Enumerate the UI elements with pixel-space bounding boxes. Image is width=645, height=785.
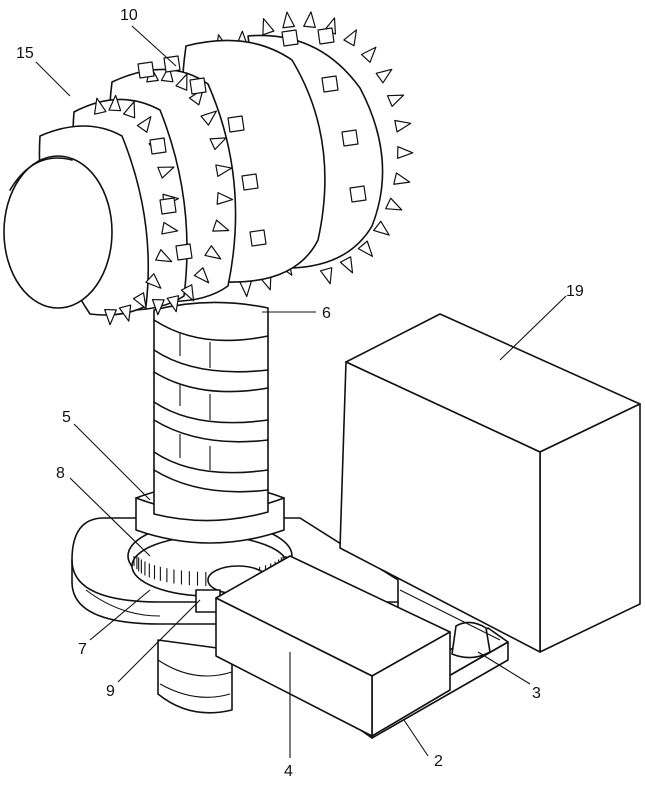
cutter-tooth [394,119,412,133]
motor-box [215,555,451,737]
drum-stud [241,173,259,191]
drum-stud [189,77,207,95]
label-8: 8 [56,465,65,482]
drum-stud [163,55,181,73]
drum-stud [137,61,155,79]
part-labels: 10 15 6 19 5 8 7 9 4 3 2 [16,7,584,780]
leader-lines [35,25,567,758]
cutter-tooth [385,197,403,211]
label-3: 3 [532,685,541,702]
housing-box [339,313,641,653]
label-6: 6 [322,305,331,322]
cutter-tooth [375,68,393,84]
cutter-tooth [193,267,210,284]
cutter-tooth [157,166,175,179]
cutter-tooth [166,295,180,313]
cutter-tooth [357,240,374,257]
cutter-tooth [216,192,234,205]
cutter-tooth [209,137,227,151]
cutter-tooth [339,256,354,274]
drum-stud [159,197,177,215]
cutter-tooth [93,97,107,115]
label-15: 15 [16,45,34,62]
label-10: 10 [120,7,138,24]
cutter-tooth [360,46,377,63]
spiral-shaft [153,301,269,522]
drum-stud [149,137,167,155]
cutter-tooth [204,245,222,260]
drum-stud [349,185,367,203]
cutter-tooth [373,220,390,236]
drum-stud [321,75,339,93]
cutter-tooth [118,304,132,322]
label-7: 7 [78,641,87,658]
cutter-tooth [215,164,233,178]
cutter-tooth [136,116,152,133]
cutter-tooth [180,284,195,302]
cutter-tooth [175,73,188,91]
cutter-tooth [145,273,162,289]
cutter-tooth [282,11,296,29]
label-5: 5 [62,409,71,426]
drum-stud [281,29,299,47]
roller-3 [399,589,501,659]
cutter-tooth [200,110,217,126]
label-9: 9 [106,683,115,700]
cutter-tooth [161,221,179,235]
cutter-tooth [108,94,122,112]
roller-drum [3,11,414,326]
cutter-tooth [319,267,333,285]
cutter-tooth [160,65,174,83]
drum-stud [227,115,245,133]
cutter-tooth [343,29,358,47]
cutter-tooth [386,94,405,107]
cutter-tooth [397,146,414,159]
cutter-tooth [239,280,253,298]
drum-stud [249,229,267,247]
label-4: 4 [284,763,293,780]
drum-stud [175,243,193,261]
cutter-tooth [155,249,173,263]
cutter-tooth [393,172,411,185]
lower-shaft [157,639,233,714]
drum-stud [341,129,359,147]
drum-stud [317,27,335,45]
cutter-tooth [262,18,275,36]
label-2: 2 [434,753,443,770]
cutter-tooth [132,292,147,310]
cutter-tooth [303,11,316,28]
cutter-tooth [212,219,230,232]
label-19: 19 [566,283,584,300]
cutter-tooth [123,101,136,119]
cutter-tooth [151,298,165,316]
cutter-tooth [104,308,117,326]
